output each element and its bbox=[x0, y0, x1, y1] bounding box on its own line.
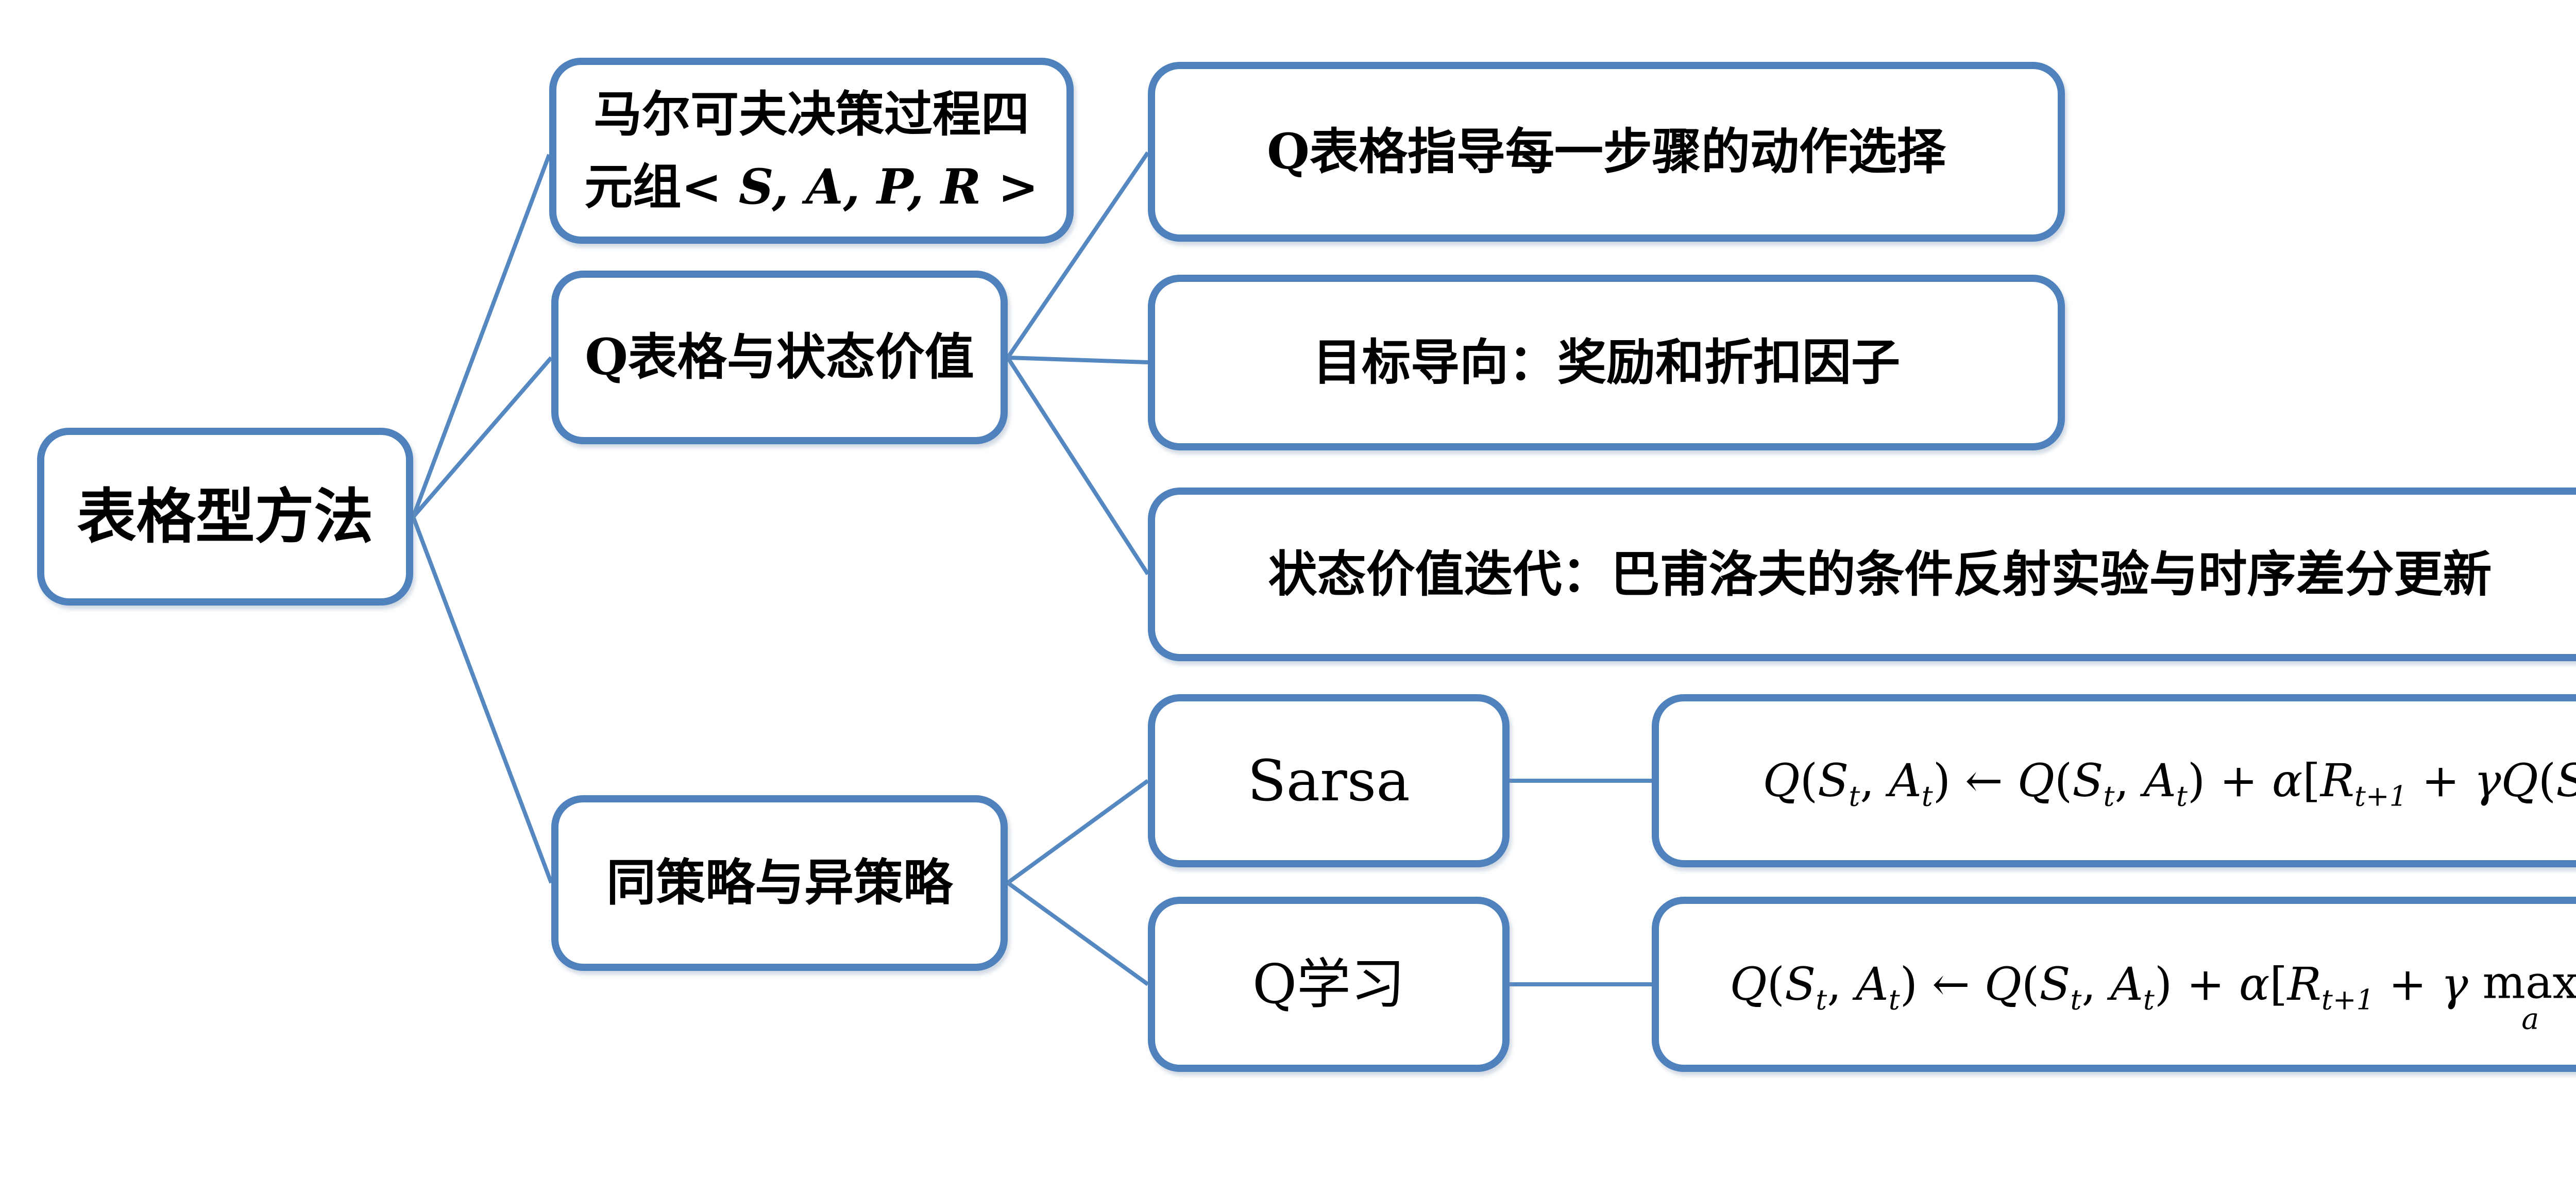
connector-root-onpolicy bbox=[411, 516, 553, 884]
connector-root-qtable bbox=[411, 356, 553, 518]
connector-onpolicy-sarsa bbox=[1006, 779, 1149, 885]
node-mdp-label: 马尔可夫决策过程四元组< S, A, P, R > bbox=[584, 86, 1039, 215]
node-goal: 目标导向：奖励和折扣因子 bbox=[1148, 275, 2065, 450]
node-qlearning: Q学习 bbox=[1148, 897, 1510, 1072]
connector-qtable-iterate bbox=[1006, 356, 1150, 576]
node-qlearning-label: Q学习 bbox=[1252, 952, 1405, 1016]
node-qtable: Q表格与状态价值 bbox=[551, 271, 1008, 444]
connector-qtable-goal bbox=[1007, 356, 1148, 364]
node-sarsa-label: Sarsa bbox=[1247, 748, 1410, 814]
node-guide: Q表格指导每一步骤的动作选择 bbox=[1148, 62, 2065, 242]
node-qtable-label: Q表格与状态价值 bbox=[585, 328, 974, 387]
node-root: 表格型方法 bbox=[37, 428, 413, 606]
node-root-label: 表格型方法 bbox=[77, 482, 374, 551]
node-guide-label: Q表格指导每一步骤的动作选择 bbox=[1267, 123, 1946, 180]
node-sarsa: Sarsa bbox=[1148, 694, 1510, 867]
node-iterate: 状态价值迭代：巴甫洛夫的条件反射实验与时序差分更新 bbox=[1148, 488, 2576, 661]
node-onpolicy: 同策略与异策略 bbox=[551, 795, 1008, 971]
connector-qtable-guide bbox=[1006, 151, 1150, 359]
connector-onpolicy-qlearning bbox=[1006, 881, 1149, 986]
node-iterate-label: 状态价值迭代：巴甫洛夫的条件反射实验与时序差分更新 bbox=[1268, 546, 2492, 603]
node-sarsa-formula: Q(St, At) ← Q(St, At) + α[Rt+1 + γQ(St+1… bbox=[1652, 694, 2576, 867]
node-onpolicy-label: 同策略与异策略 bbox=[606, 853, 953, 912]
connector-root-mdp bbox=[411, 154, 551, 518]
node-mdp: 马尔可夫决策过程四元组< S, A, P, R > bbox=[549, 58, 1074, 244]
node-goal-label: 目标导向：奖励和折扣因子 bbox=[1312, 334, 1900, 391]
